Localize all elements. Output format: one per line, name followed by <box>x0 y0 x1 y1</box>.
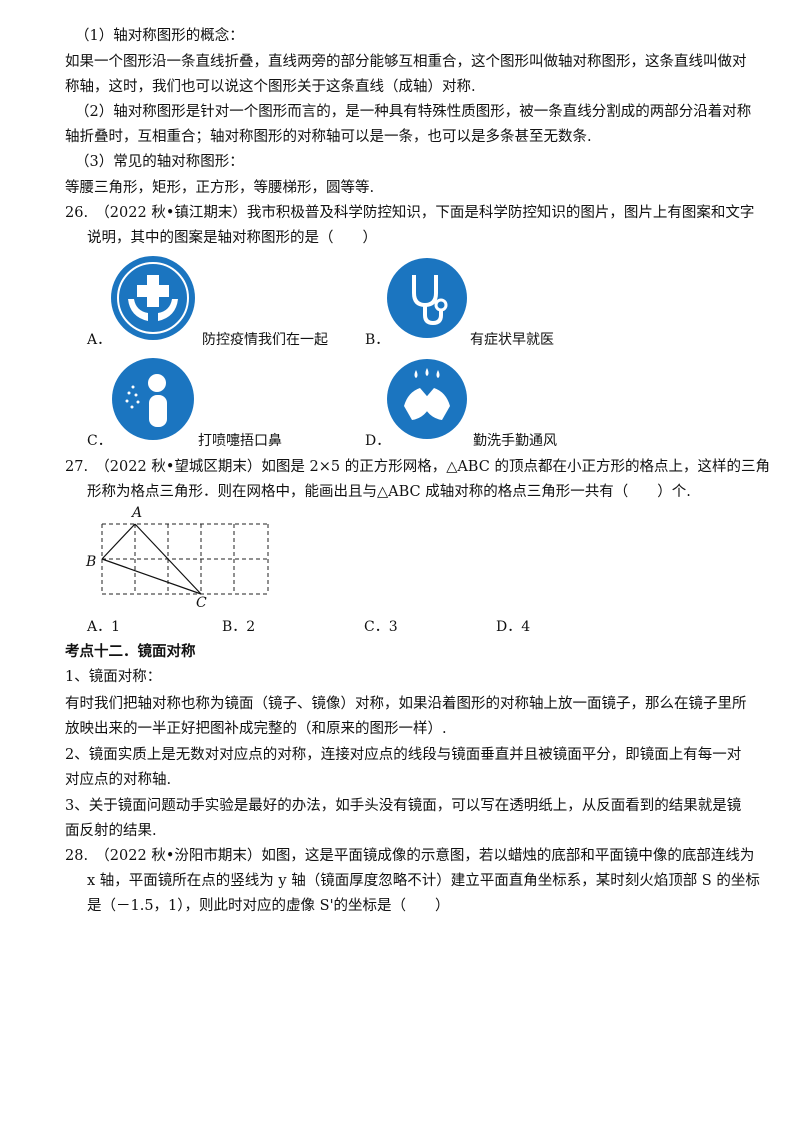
q27-option-a[interactable]: A．1 <box>87 619 121 635</box>
text-line: 面反射的结果. <box>65 823 157 839</box>
text-line: 有时我们把轴对称也称为镜面（镜子、镜像）对称，如果沿着图形的对称轴上放一面镜子，… <box>65 696 747 712</box>
option-a-caption: 防控疫情我们在一起 <box>202 332 328 348</box>
option-a-letter[interactable]: A． <box>87 332 112 348</box>
question-28-stem-cont: x 轴，平面镜所在点的竖线为 y 轴（镜面厚度忽略不计）建立平面直角坐标系，某时… <box>87 873 760 889</box>
option-c-caption: 打喷嚏捂口鼻 <box>198 433 282 449</box>
text-line: （2）轴对称图形是针对一个图形而言的，是一种具有特殊性质图形，被一条直线分割成的… <box>75 104 752 120</box>
section-heading: 考点十二．镜面对称 <box>65 643 196 660</box>
question-26-stem-cont: 说明，其中的图案是轴对称图形的是（ ） <box>87 230 377 246</box>
option-d-letter[interactable]: D． <box>365 433 391 449</box>
q27-option-c[interactable]: C．3 <box>364 619 398 635</box>
point-c-label: C <box>196 595 207 611</box>
text-line: 3、关于镜面问题动手实验是最好的办法，如手头没有镜面，可以写在透明纸上，从反面看… <box>65 798 742 814</box>
question-28-stem-cont: 是（－1.5，1），则此时对应的虚像 S'的坐标是（ ） <box>87 898 450 914</box>
text-line: （3）常见的轴对称图形： <box>75 154 244 170</box>
option-b-letter[interactable]: B． <box>365 332 390 348</box>
handwash-icon <box>387 359 467 439</box>
point-b-label: B <box>86 554 97 570</box>
option-c-letter[interactable]: C． <box>87 433 112 449</box>
text-line: 对应点的对称轴. <box>65 772 172 788</box>
sneeze-icon <box>112 358 194 440</box>
option-d-caption: 勤洗手勤通风 <box>473 433 557 449</box>
question-27-stem: 27. （2022 秋•望城区期末）如图是 2×5 的正方形网格，△ABC 的顶… <box>65 459 770 475</box>
q27-option-d[interactable]: D．4 <box>496 619 531 635</box>
stethoscope-icon <box>387 258 467 338</box>
text-line: （1）轴对称图形的概念： <box>75 28 244 44</box>
point-a-label: A <box>132 505 143 521</box>
text-line: 1、镜面对称： <box>65 669 162 685</box>
question-28-stem: 28. （2022 秋•汾阳市期末）如图，这是平面镜成像的示意图，若以蜡烛的底部… <box>65 848 755 864</box>
option-b-caption: 有症状早就医 <box>470 332 554 348</box>
question-26-stem: 26. （2022 秋•镇江期末）我市积极普及科学防控知识，下面是科学防控知识的… <box>65 205 755 221</box>
question-27-stem-cont: 形称为格点三角形．则在网格中，能画出且与△ABC 成轴对称的格点三角形一共有（ … <box>87 484 691 500</box>
q27-option-b[interactable]: B．2 <box>222 619 256 635</box>
text-line: 放映出来的一半正好把图补成完整的（和原来的图形一样）. <box>65 721 447 737</box>
text-line: 如果一个图形沿一条直线折叠，直线两旁的部分能够互相重合，这个图形叫做轴对称图形，… <box>65 54 747 70</box>
hands-cross-icon <box>111 256 195 340</box>
text-line: 等腰三角形，矩形，正方形，等腰梯形，圆等等. <box>65 180 375 196</box>
text-line: 称轴，这时，我们也可以说这个图形关于这条直线（成轴）对称. <box>65 79 476 95</box>
grid-triangle-figure <box>101 523 269 595</box>
text-line: 轴折叠时，互相重合；轴对称图形的对称轴可以是一条，也可以是多条甚至无数条. <box>65 129 592 145</box>
text-line: 2、镜面实质上是无数对对应点的对称，连接对应点的线段与镜面垂直并且被镜面平分，即… <box>65 747 742 763</box>
